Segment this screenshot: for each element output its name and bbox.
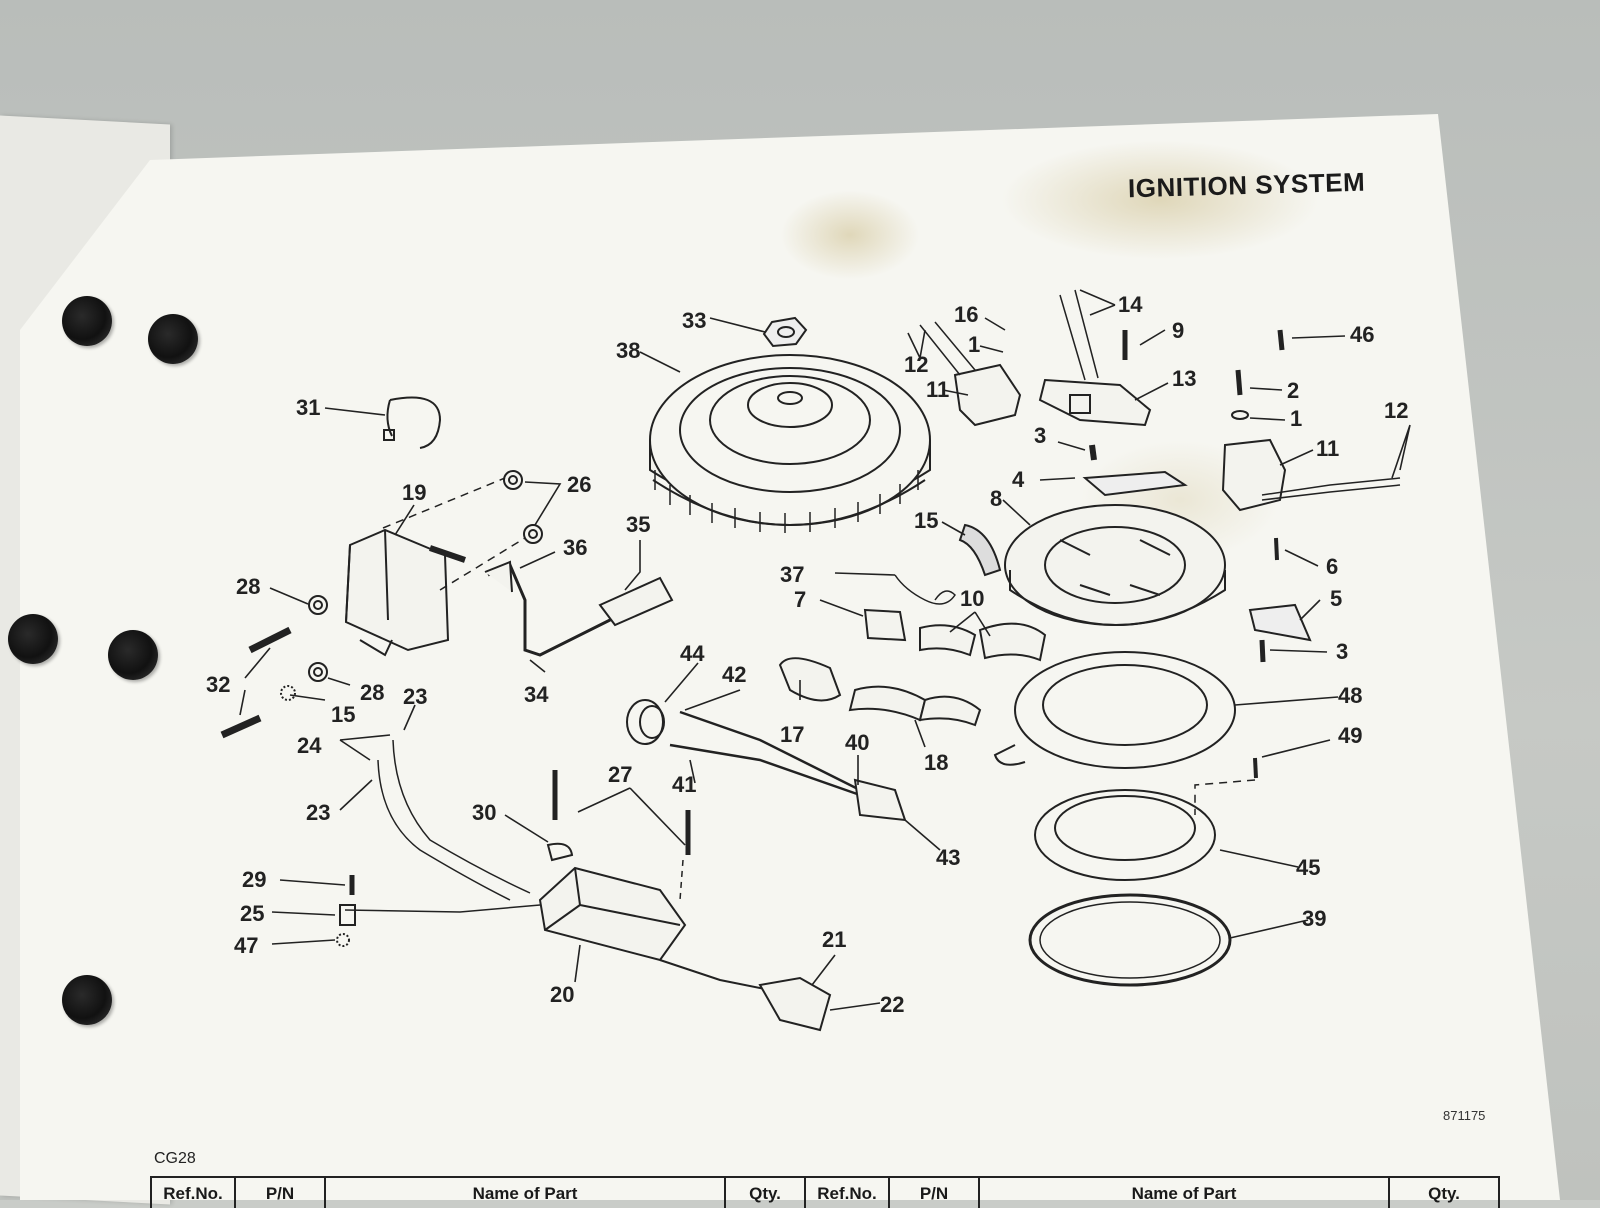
callout-45: 45 xyxy=(1296,855,1320,880)
callout-15: 15 xyxy=(331,702,355,727)
callout-34: 34 xyxy=(524,682,549,707)
callout-28: 28 xyxy=(236,574,260,599)
callout-44: 44 xyxy=(680,641,705,666)
column-header-ref-no: Ref.No. xyxy=(150,1178,234,1208)
callout-12: 12 xyxy=(1384,398,1408,423)
parts-table-header: Ref.No. P/N Name of Part Qty. Ref.No. P/… xyxy=(150,1176,1500,1208)
callout-15: 15 xyxy=(914,508,938,533)
column-header-ref-no: Ref.No. xyxy=(804,1178,888,1208)
callout-5: 5 xyxy=(1330,586,1342,611)
callout-37: 37 xyxy=(780,562,804,587)
callout-23: 23 xyxy=(403,684,427,709)
callout-18: 18 xyxy=(924,750,948,775)
callout-11: 11 xyxy=(926,377,949,402)
page-code: CG28 xyxy=(154,1150,196,1167)
callout-25: 25 xyxy=(240,901,264,926)
column-header-qty: Qty. xyxy=(724,1178,804,1208)
punch-hole xyxy=(62,296,112,346)
callout-41: 41 xyxy=(672,772,696,797)
timer-base-part xyxy=(1004,504,1226,626)
callout-19: 19 xyxy=(402,480,426,505)
punch-hole xyxy=(62,975,112,1025)
water-stain xyxy=(1000,140,1320,260)
nut-part xyxy=(762,316,808,348)
callout-36: 36 xyxy=(563,535,587,560)
callout-12: 12 xyxy=(904,352,928,377)
callout-48: 48 xyxy=(1338,683,1362,708)
callout-20: 20 xyxy=(550,982,574,1007)
callout-23: 23 xyxy=(306,800,330,825)
callout-8: 8 xyxy=(990,486,1002,511)
ignition-coil-part xyxy=(344,528,466,657)
power-pack-part xyxy=(538,866,687,962)
callout-3: 3 xyxy=(1034,423,1046,448)
callout-1: 1 xyxy=(1290,406,1302,431)
charge-coil-part xyxy=(953,363,1022,427)
callout-4: 4 xyxy=(1012,467,1025,492)
callout-3: 3 xyxy=(1336,639,1348,664)
callout-38: 38 xyxy=(616,338,640,363)
manual-page xyxy=(20,114,1560,1200)
callout-30: 30 xyxy=(472,800,496,825)
callout-28: 28 xyxy=(360,680,384,705)
callout-22: 22 xyxy=(880,992,904,1017)
column-header-pn: P/N xyxy=(888,1178,978,1208)
callout-35: 35 xyxy=(626,512,650,537)
callout-10: 10 xyxy=(960,586,984,611)
callout-47: 47 xyxy=(234,933,258,958)
callout-11: 11 xyxy=(1316,436,1339,461)
callout-33: 33 xyxy=(682,308,706,333)
callout-26: 26 xyxy=(567,472,591,497)
punch-hole xyxy=(148,314,198,364)
callout-2: 2 xyxy=(1287,378,1299,403)
punch-hole xyxy=(108,630,158,680)
sensor-coil-part xyxy=(1038,378,1152,427)
callout-1: 1 xyxy=(968,332,980,357)
callout-27: 27 xyxy=(608,762,632,787)
figure-code: 871175 xyxy=(1443,1108,1486,1123)
leader-lines xyxy=(239,289,1411,1011)
callout-7: 7 xyxy=(794,587,806,612)
clip-part xyxy=(386,396,442,449)
callout-13: 13 xyxy=(1172,366,1196,391)
callout-17: 17 xyxy=(780,722,804,747)
callout-29: 29 xyxy=(242,867,266,892)
callout-42: 42 xyxy=(722,662,746,687)
callout-9: 9 xyxy=(1172,318,1184,343)
callout-39: 39 xyxy=(1302,906,1326,931)
callout-31: 31 xyxy=(296,395,320,420)
callout-14: 14 xyxy=(1118,292,1143,317)
callout-16: 16 xyxy=(954,302,978,327)
callout-6: 6 xyxy=(1326,554,1338,579)
callout-32: 32 xyxy=(206,672,230,697)
punch-hole xyxy=(8,614,58,664)
callout-43: 43 xyxy=(936,845,960,870)
column-header-qty: Qty. xyxy=(1388,1178,1500,1208)
callout-49: 49 xyxy=(1338,723,1362,748)
column-header-name-of-part: Name of Part xyxy=(324,1178,724,1208)
water-stain xyxy=(780,190,920,280)
callout-21: 21 xyxy=(822,927,846,952)
callout-24: 24 xyxy=(297,733,322,758)
column-header-pn: P/N xyxy=(234,1178,324,1208)
callout-40: 40 xyxy=(845,730,869,755)
power-coil-part xyxy=(1221,438,1287,512)
callout-46: 46 xyxy=(1350,322,1374,347)
flywheel-part xyxy=(649,354,931,533)
column-header-name-of-part: Name of Part xyxy=(978,1178,1388,1208)
